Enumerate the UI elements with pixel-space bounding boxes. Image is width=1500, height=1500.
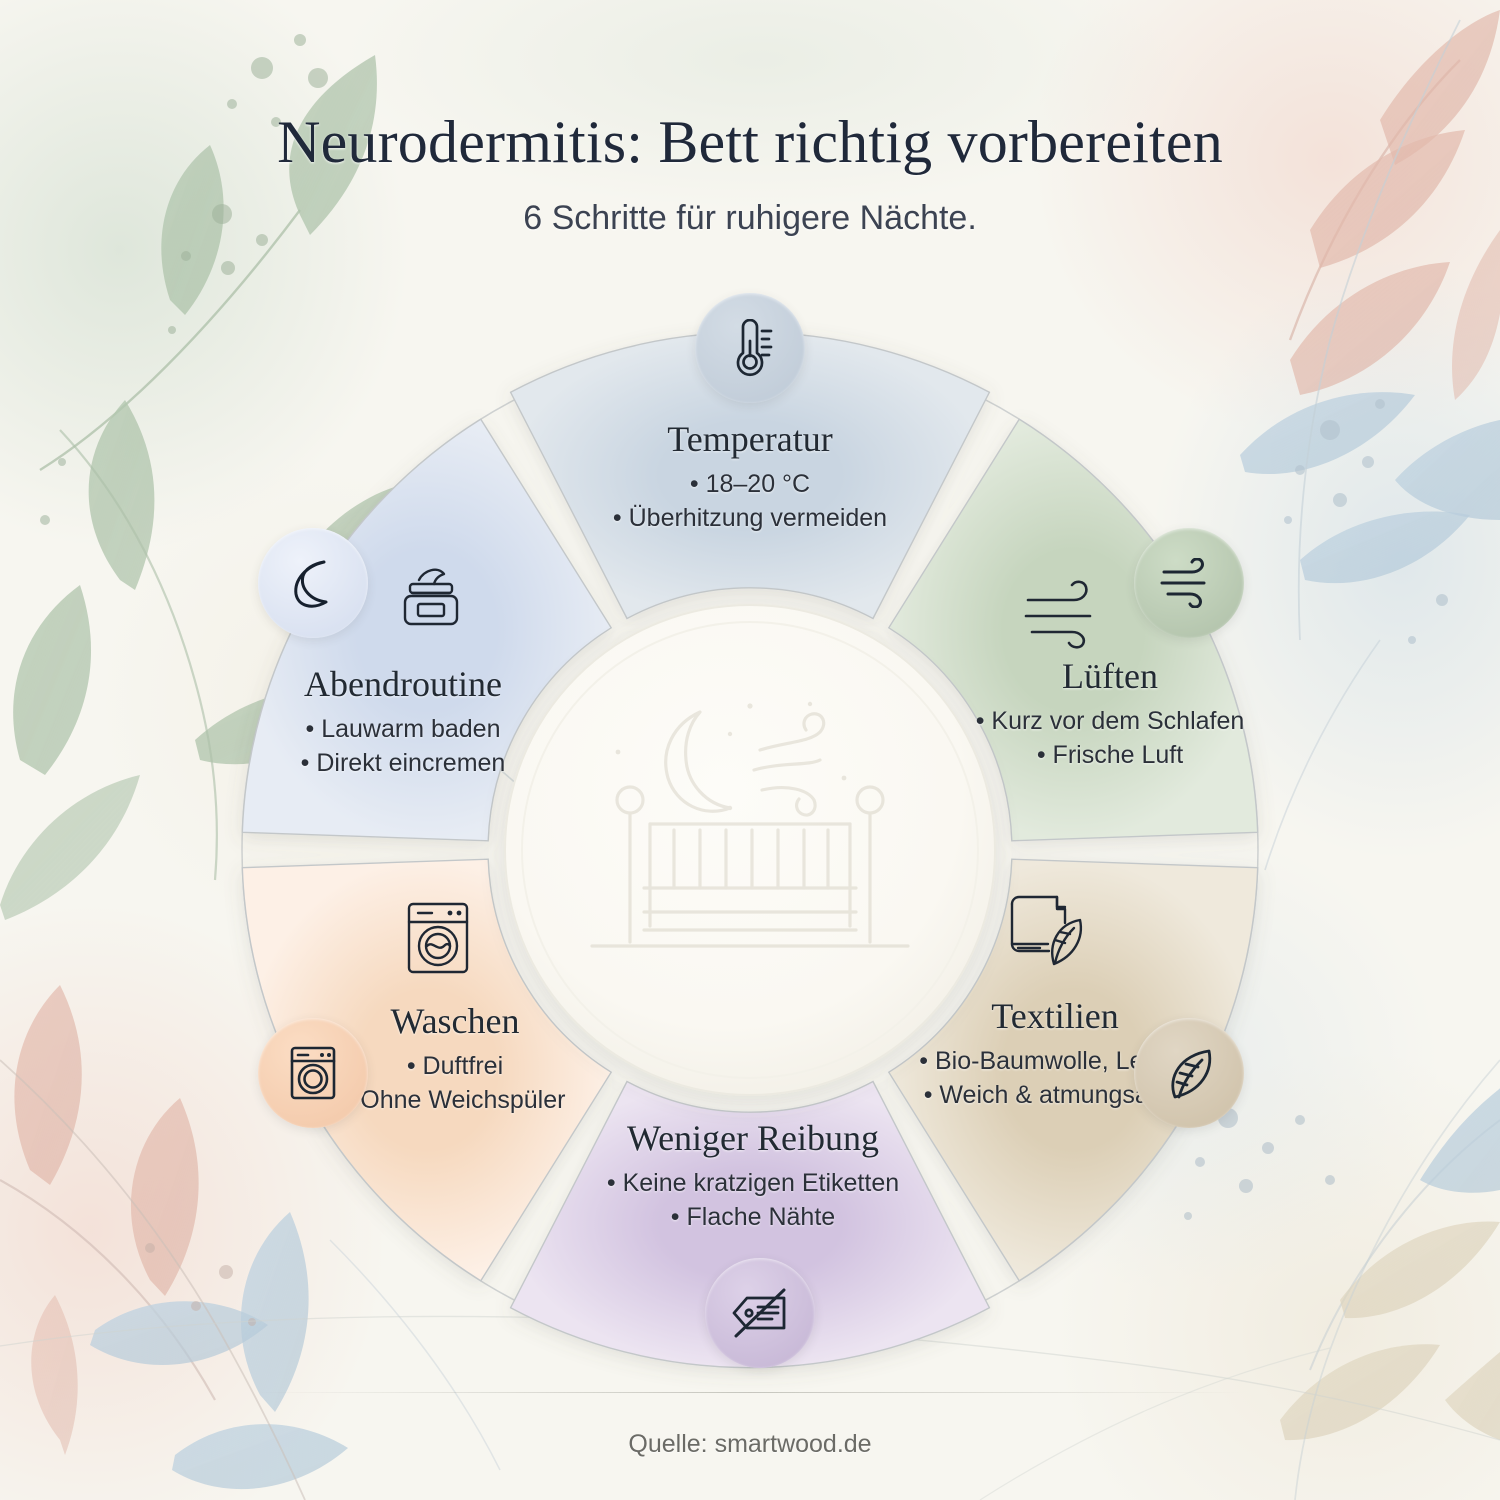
thermometer-icon [736, 319, 773, 377]
dot-cluster-top-right [1284, 399, 1448, 644]
wind-lines-icon [1022, 578, 1110, 650]
page-title: Neurodermitis: Bett richtig vorbereiten [277, 109, 1223, 175]
badge-temperatur[interactable] [695, 293, 805, 403]
segment-lueften[interactable] [887, 418, 1259, 842]
segment-waschen[interactable] [241, 858, 613, 1282]
leaf-icon [1171, 1049, 1212, 1099]
source-label: Quelle: smartwood.de [628, 1430, 872, 1458]
botanical-sprig-top-right [1240, 10, 1500, 871]
washing-machine-icon [400, 898, 476, 978]
dot-cluster-top-left [40, 34, 328, 525]
segment-weniger-reibung[interactable] [509, 1080, 991, 1369]
crescent-moon-icon [294, 560, 328, 608]
footer-divider [255, 1392, 1245, 1393]
footer: Quelle: smartwood.de [0, 1392, 1500, 1459]
badge-abendroutine[interactable] [258, 528, 368, 638]
segment-textilien[interactable] [887, 858, 1259, 1282]
badge-weniger-reibung[interactable] [705, 1258, 815, 1368]
page-subtitle: 6 Schritte für ruhigere Nächte. [523, 199, 977, 237]
badge-textilien[interactable] [1134, 1018, 1244, 1128]
badge-lueften[interactable] [1134, 528, 1244, 638]
crib-with-moon-and-breeze-icon [590, 701, 910, 948]
botanical-sprig-bottom-right [1280, 1059, 1500, 1500]
segment-temperatur[interactable] [509, 331, 991, 620]
botanical-sprig-bottom-left [0, 985, 501, 1500]
header: Neurodermitis: Bett richtig vorbereiten … [0, 0, 1500, 238]
washing-machine-icon [290, 1046, 336, 1100]
wind-icon [1160, 558, 1206, 608]
badge-waschen[interactable] [258, 1018, 368, 1128]
segment-abendroutine[interactable] [241, 418, 613, 842]
folded-textile-leaf-icon [1004, 890, 1088, 968]
dot-cluster-bottom-right [1184, 1108, 1335, 1220]
cream-jar-icon [394, 560, 468, 634]
dot-cluster-bottom-left [145, 1243, 256, 1326]
no-label-tag-icon [732, 1288, 786, 1338]
wheel-hub [504, 604, 996, 1096]
